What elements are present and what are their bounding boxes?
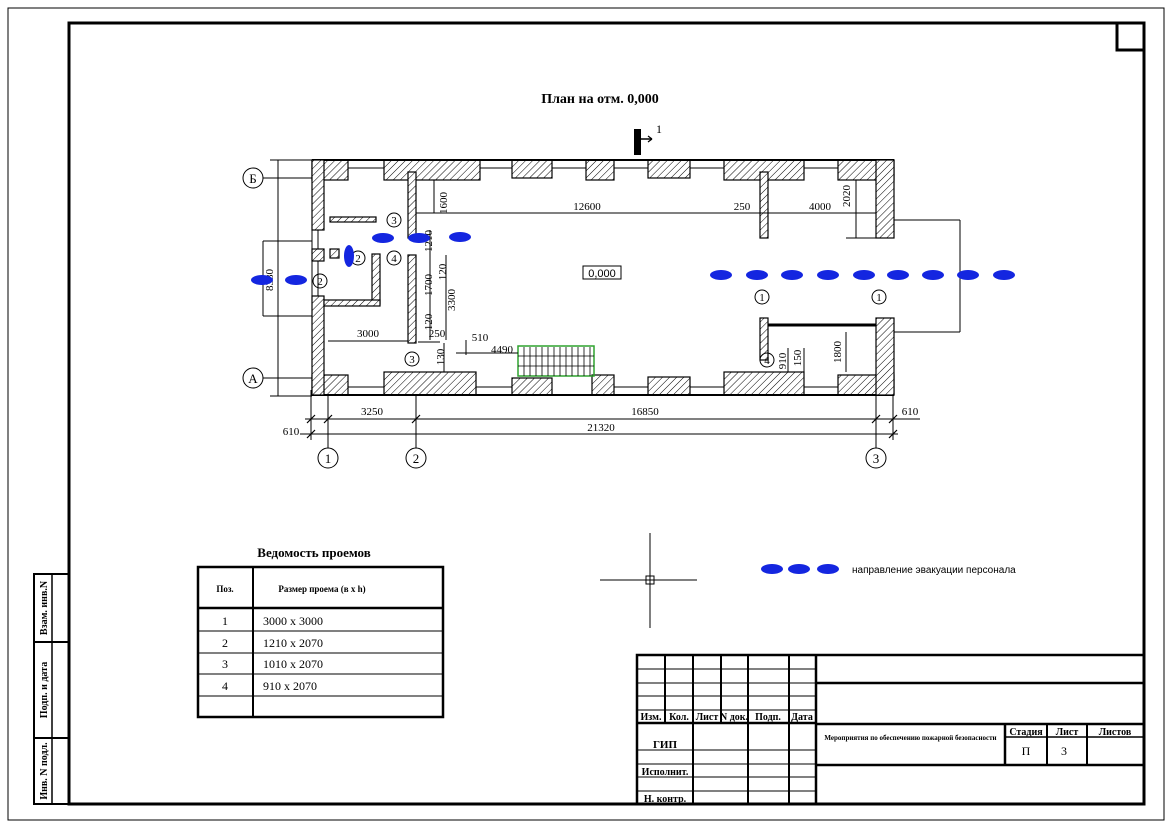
interior-partitions — [323, 171, 876, 361]
evacuation-route — [251, 232, 1015, 285]
tb-col-kol: Кол. — [669, 712, 689, 723]
axis-label-col-2: 2 — [413, 451, 420, 466]
side-stamp: Взам. инв.N Подп. и дата Инв. N подл. — [33, 573, 70, 805]
tb-stage-value: П — [1022, 744, 1031, 758]
side-stamp-a: Взам. инв.N — [39, 580, 50, 635]
dim-130: 130 — [435, 348, 447, 365]
opening-markers: 3 2 2 4 1 1 3 4 — [312, 212, 887, 368]
tb-sheet-value: 3 — [1061, 744, 1067, 758]
tb-role-nkontr: Н. контр. — [644, 794, 687, 805]
opening-marker-4-b: 4 — [764, 355, 770, 367]
tb-stage-header: Стадия — [1009, 727, 1043, 738]
outer-frame — [7, 7, 1165, 821]
openings-table: Ведомость проемов Поз. Размер проема (в … — [196, 545, 445, 719]
table-cell: 3000 х 3000 — [263, 614, 323, 628]
section-mark-label: 1 — [656, 122, 662, 136]
dim-610-right: 610 — [902, 406, 919, 418]
dim-3300: 3300 — [446, 289, 458, 312]
dim-120-a: 120 — [437, 263, 449, 280]
table-cell: 2 — [222, 636, 228, 650]
tb-sheets-header: Листов — [1099, 727, 1132, 738]
table-cell: 4 — [222, 679, 228, 693]
dim-16850: 16850 — [631, 406, 659, 418]
tb-role-gip: ГИП — [653, 739, 678, 751]
dim-12600: 12600 — [573, 201, 601, 213]
legend-text: направление эвакуации персонала — [852, 565, 1016, 576]
tb-sheet-header: Лист — [1056, 727, 1079, 738]
plan-title: План на отм. 0,000 — [541, 92, 659, 107]
dim-1800: 1800 — [832, 341, 844, 364]
dim-250-top: 250 — [734, 201, 751, 213]
dim-250-bottom: 250 — [429, 328, 446, 340]
axis-label-col-1: 1 — [325, 451, 332, 466]
dim-4490: 4490 — [491, 344, 514, 356]
tb-col-list: Лист — [696, 712, 719, 723]
side-stamp-c: Инв. N подл. — [39, 742, 50, 800]
right-wall — [875, 159, 961, 396]
table-cell: 1 — [222, 614, 228, 628]
dim-1700: 1700 — [423, 274, 435, 297]
tb-col-data: Дата — [791, 712, 813, 723]
side-stamp-b: Подп. и дата — [39, 662, 50, 718]
opening-marker-4-a: 4 — [391, 253, 397, 265]
corner-box — [1115, 21, 1146, 52]
table-cell: 910 х 2070 — [263, 679, 317, 693]
table-title: Ведомость проемов — [257, 545, 370, 560]
legend: направление эвакуации персонала — [761, 564, 1016, 576]
opening-marker-2-b: 2 — [317, 276, 323, 288]
inner-frame — [67, 21, 1146, 806]
opening-marker-1-b: 1 — [876, 292, 882, 304]
axis-label-row-a: А — [248, 371, 258, 386]
bottom-wall — [311, 371, 895, 396]
tb-col-izm: Изм. — [641, 712, 662, 723]
opening-marker-3-top: 3 — [391, 215, 397, 227]
dim-910: 910 — [777, 352, 789, 369]
dim-120-b: 120 — [423, 313, 435, 330]
dim-4000: 4000 — [809, 201, 832, 213]
dim-21320: 21320 — [587, 422, 615, 434]
axis-label-col-3: 3 — [873, 451, 880, 466]
axis-label-row-b: Б — [249, 171, 256, 186]
tb-description: Мероприятия по обеспечению пожарной безо… — [824, 734, 997, 742]
left-wall — [311, 159, 325, 396]
tb-role-ispolnit: Исполнит. — [642, 767, 689, 778]
table-cell: 3 — [222, 657, 228, 671]
dim-510: 510 — [472, 332, 489, 344]
dim-1600: 1600 — [438, 192, 450, 215]
table-header-pos: Поз. — [216, 584, 233, 594]
tb-col-ndok: N док. — [720, 712, 749, 723]
opening-marker-3-bottom: 3 — [409, 354, 415, 366]
section-mark-bar — [634, 129, 641, 155]
opening-marker-1-a: 1 — [759, 292, 765, 304]
dim-610-left: 610 — [283, 426, 300, 438]
top-wall — [311, 159, 895, 181]
dim-3250: 3250 — [361, 406, 384, 418]
dim-150: 150 — [792, 349, 804, 366]
level-mark-box — [582, 265, 622, 280]
tb-col-podp: Подп. — [755, 712, 781, 723]
dim-3000: 3000 — [357, 328, 380, 340]
table-cell: 1010 х 2070 — [263, 657, 323, 671]
crosshair-icon — [600, 533, 697, 628]
dim-2020: 2020 — [841, 185, 853, 208]
table-cell: 1210 х 2070 — [263, 636, 323, 650]
opening-marker-2-a: 2 — [355, 253, 361, 265]
table-header-size: Размер проема (в х h) — [278, 584, 365, 594]
title-block: Изм. Кол. Лист N док. Подп. Дата ГИП Исп… — [635, 653, 1146, 806]
stair — [517, 345, 595, 377]
level-mark: 0,000 — [588, 268, 616, 280]
